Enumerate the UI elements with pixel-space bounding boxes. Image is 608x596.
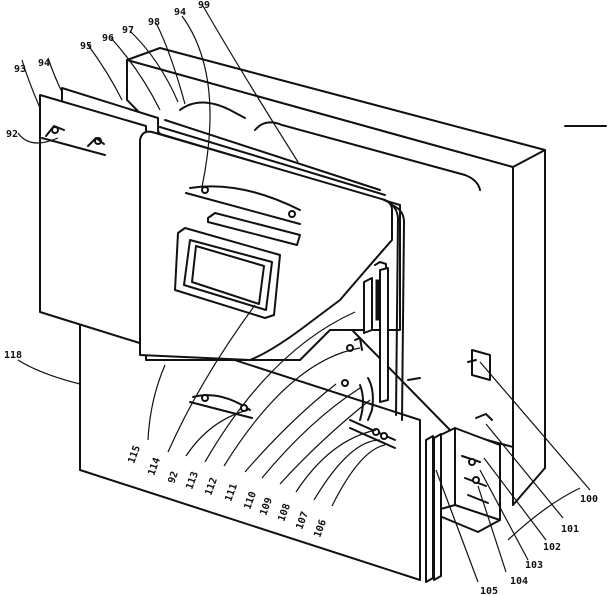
callout-100: 100 (580, 494, 598, 505)
callout-99: 99 (198, 0, 210, 11)
callout-104: 104 (510, 576, 528, 587)
callout-98: 98 (148, 17, 160, 28)
door-gasket-strips (159, 119, 405, 421)
callout-102: 102 (543, 542, 561, 553)
latch-mechanism (341, 261, 421, 449)
callout-118: 118 (4, 350, 22, 361)
callout-94: 94 (38, 58, 50, 69)
callout-101: 101 (561, 524, 579, 535)
leader-lines (17, 5, 591, 583)
main-door-panel (139, 130, 401, 361)
callout-97: 97 (122, 25, 134, 36)
callout-93: 93 (14, 64, 26, 75)
callout-94-upper: 94 (174, 7, 186, 18)
callout-96: 96 (102, 33, 114, 44)
side-bracket (467, 349, 491, 381)
callout-103: 103 (525, 560, 543, 571)
outer-door-panel (39, 87, 161, 346)
vertical-rail (425, 433, 442, 583)
callout-95: 95 (80, 41, 92, 52)
callout-92-lower: 92 (166, 470, 180, 485)
inner-door-liner (79, 309, 421, 581)
callout-105: 105 (480, 586, 498, 596)
callout-92: 92 (6, 129, 18, 140)
